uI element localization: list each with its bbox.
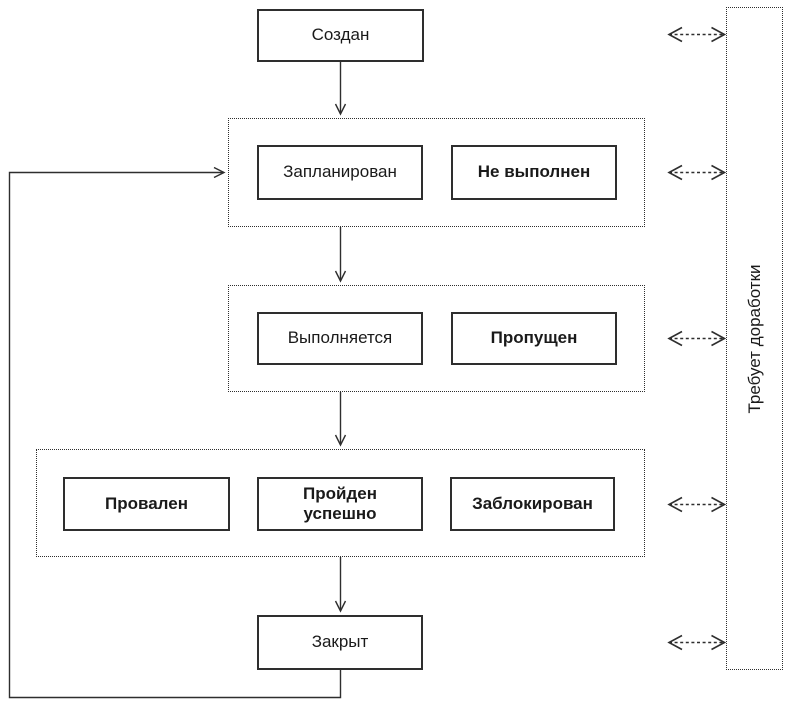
node-not-executed-label: Не выполнен (477, 162, 591, 182)
node-planned-label: Запланирован (283, 162, 397, 182)
rework-panel: Требует доработки (726, 7, 783, 670)
node-blocked-label: Заблокирован (472, 493, 593, 513)
node-in-progress-label: Выполняется (287, 328, 393, 348)
group-executing (228, 285, 645, 392)
group-result (36, 449, 645, 557)
rework-panel-label: Требует доработки (744, 263, 764, 414)
node-skipped-label: Пропущен (490, 328, 578, 348)
node-skipped: Пропущен (451, 312, 617, 365)
node-closed-label: Закрыт (311, 632, 369, 652)
node-failed: Провален (63, 477, 230, 531)
node-closed: Закрыт (257, 615, 423, 670)
node-not-executed: Не выполнен (451, 145, 617, 200)
node-passed-label: Пройден успешно (303, 483, 377, 523)
node-planned: Запланирован (257, 145, 423, 200)
node-blocked: Заблокирован (450, 477, 615, 531)
node-passed: Пройден успешно (257, 477, 423, 531)
node-in-progress: Выполняется (257, 312, 423, 365)
group-planned (228, 118, 645, 227)
node-failed-label: Провален (105, 493, 188, 513)
arrow-closed-to-planned-loop (8, 166, 342, 699)
node-created: Создан (257, 9, 424, 62)
node-created-label: Создан (311, 25, 370, 45)
